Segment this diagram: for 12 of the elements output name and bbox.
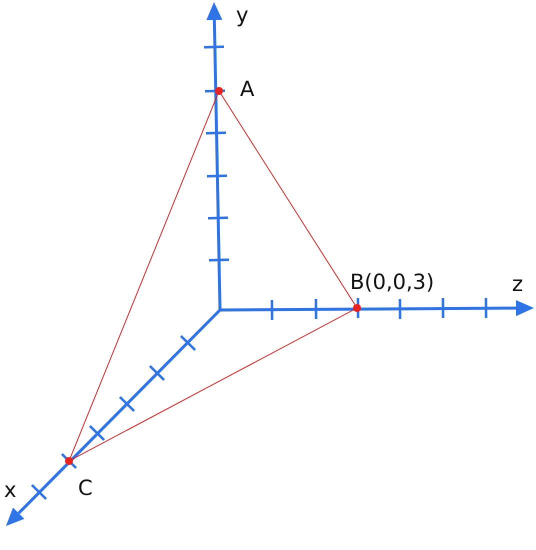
point-label: A <box>240 79 254 100</box>
triangle-edge <box>72 309 354 460</box>
point-label: B(0,0,3) <box>350 272 434 293</box>
point-label: C <box>78 478 93 499</box>
triangle-edge <box>220 94 356 306</box>
point-dot <box>353 304 361 312</box>
point-dot <box>215 87 223 95</box>
point-dot <box>65 457 73 465</box>
triangle-edge <box>70 94 218 458</box>
axis-label: y <box>236 5 248 26</box>
axis-label: z <box>512 274 524 295</box>
axis-label: x <box>4 480 16 501</box>
